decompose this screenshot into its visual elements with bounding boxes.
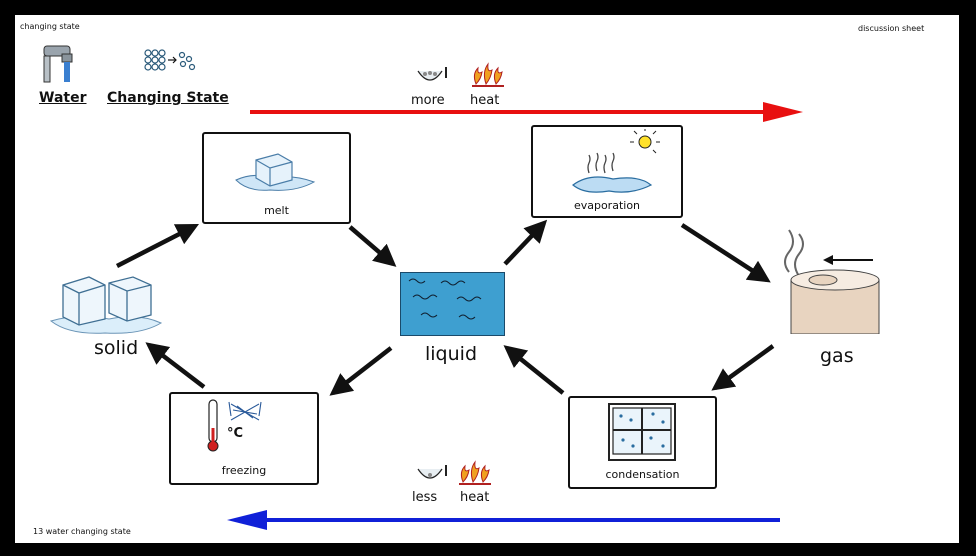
celsius-label: °C (227, 426, 244, 441)
melt-label: melt (264, 204, 289, 217)
less-label: less (412, 490, 438, 505)
steam-icon (784, 229, 880, 334)
header-left-note: changing state (20, 22, 80, 31)
less-heat-arrow (227, 510, 780, 530)
header-right-note: discussion sheet (858, 24, 925, 33)
particles-icon (144, 49, 196, 71)
heat-flames-icon (472, 62, 504, 87)
arrow-condensation-to-liquid (503, 345, 565, 395)
more-heat-arrow (250, 102, 803, 122)
water-link[interactable]: Water (39, 90, 87, 106)
condensation-card: condensation (568, 396, 717, 489)
gas-label: gas (820, 345, 854, 367)
arrow-liquid-to-evaporation (503, 219, 548, 266)
tap-icon (43, 45, 73, 83)
sun-icon (630, 129, 660, 154)
discussion-sheet: changing state discussion sheet Water Ch… (15, 15, 959, 543)
changing-state-link[interactable]: Changing State (107, 90, 229, 106)
thermometer-icon (207, 399, 262, 452)
heat-label-bottom: heat (460, 490, 490, 505)
solid-label: solid (94, 337, 139, 359)
evaporation-label: evaporation (573, 199, 641, 212)
arrow-evaporation-to-gas (680, 223, 771, 283)
heat-label-top: heat (470, 93, 500, 108)
more-label: more (411, 93, 445, 108)
less-bowl-icon (417, 465, 447, 479)
arrow-melt-to-liquid (348, 225, 397, 267)
ice-cube-icon (49, 276, 163, 334)
melt-card: melt (202, 132, 351, 224)
frost-icon (228, 401, 262, 421)
window-icon (608, 403, 676, 461)
liquid-water-icon (400, 272, 505, 336)
waves-icon (408, 278, 482, 320)
arrow-solid-to-melt (115, 223, 200, 269)
condensation-label: condensation (605, 468, 680, 481)
freezing-label: freezing (221, 464, 267, 477)
cycle-arrows (115, 102, 803, 530)
more-bowl-icon (417, 67, 447, 81)
heat-flames-icon-bottom (459, 460, 491, 485)
melting-ice-icon (235, 153, 316, 191)
arrow-freezing-to-solid (145, 342, 206, 389)
arrow-gas-to-condensation (711, 344, 775, 391)
footer-note: 13 water changing state (33, 527, 131, 536)
evaporation-card: evaporation (531, 125, 683, 218)
evaporating-puddle-icon (572, 129, 660, 193)
liquid-label: liquid (425, 343, 477, 365)
arrow-liquid-to-freezing (329, 346, 393, 396)
freezing-card: °C freezing (169, 392, 319, 485)
